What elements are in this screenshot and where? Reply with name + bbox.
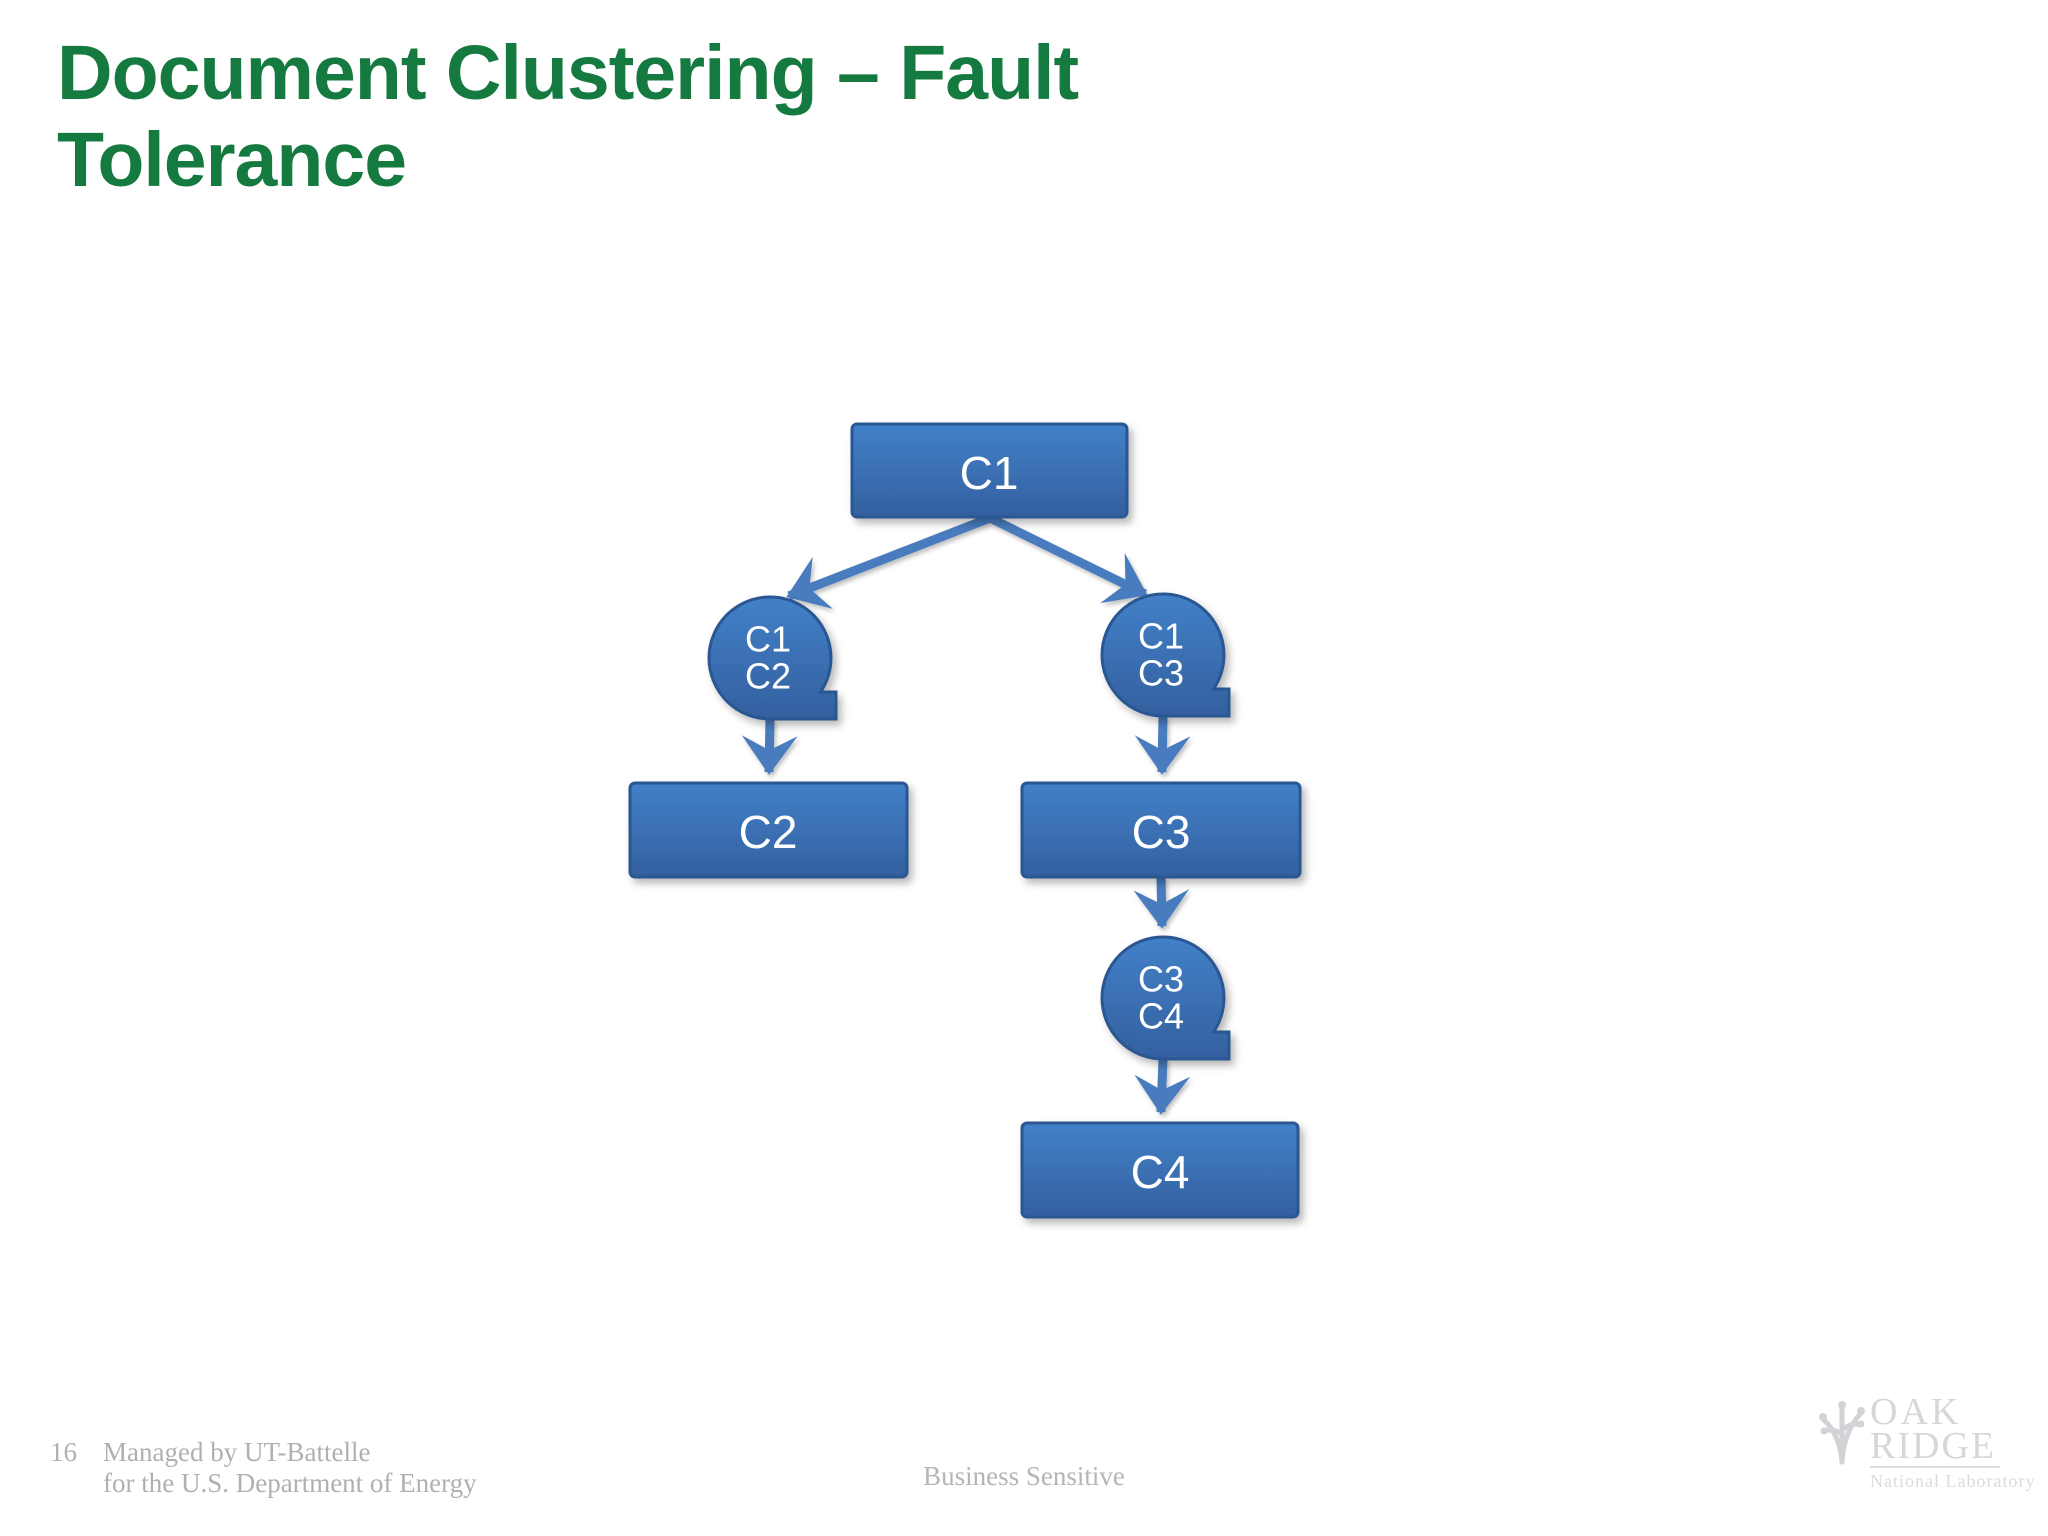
node-c2-label: C2 [739, 806, 798, 858]
oak-ridge-logo: OAK RIDGE National Laboratory [1816, 1391, 2036, 1492]
classification-label: Business Sensitive [923, 1461, 1125, 1491]
node-c2: C2 [628, 781, 909, 879]
edge-c1-to-c1c3 [988, 513, 1148, 604]
node-c1c3-shape [1100, 592, 1231, 718]
edge-c1-to-c1c2 [786, 513, 992, 609]
logo-oak: OAK [1870, 1391, 1962, 1433]
node-c4-shape [1020, 1121, 1300, 1219]
edge-c1c2-to-c2 [741, 718, 798, 775]
edge-c1c3-to-c3 [1134, 715, 1191, 775]
node-c2-shape [628, 781, 909, 879]
node-c1c3: C1 C3 [1100, 592, 1231, 718]
page-number: 16 [50, 1437, 77, 1467]
edge-c3-to-c3c4 [1133, 876, 1190, 929]
node-c3c4: C3 C4 [1100, 935, 1231, 1061]
footer-managed-text: Managed by UT-Battelle for the U.S. Depa… [103, 1437, 477, 1499]
node-c1: C1 [850, 422, 1129, 519]
edge-c3c4-to-c4 [1134, 1058, 1191, 1115]
node-c4: C4 [1020, 1121, 1300, 1219]
page-title-line2: Tolerance [57, 117, 407, 203]
node-c3c4-line1: C3 [1138, 959, 1184, 1000]
logo-ridge: RIDGE [1870, 1425, 1997, 1467]
node-c1c2-shape [707, 595, 838, 721]
node-c1c2-line1: C1 [745, 619, 791, 660]
node-c3c4-shape [1100, 935, 1231, 1061]
oak-leaf-icon [1819, 1401, 1865, 1465]
node-c1-shape [850, 422, 1129, 519]
footer-left: 16 Managed by UT-Battelle for the U.S. D… [50, 1437, 477, 1499]
oak-ridge-logo-text: OAK RIDGE National Laboratory [1870, 1391, 2036, 1492]
node-c4-label: C4 [1131, 1146, 1190, 1198]
logo-national-laboratory: National Laboratory [1870, 1471, 2036, 1491]
node-c3: C3 [1020, 781, 1302, 879]
page-title-line1: Document Clustering – Fault [57, 30, 1079, 116]
node-c1-label: C1 [960, 447, 1019, 499]
node-c1c3-line1: C1 [1138, 616, 1184, 657]
node-c1c2-line2: C2 [745, 656, 791, 697]
footer-managed-line1: Managed by UT-Battelle [103, 1437, 371, 1467]
diagram-edges [741, 513, 1191, 1115]
page-title: Document Clustering – Fault Tolerance [57, 30, 1617, 204]
node-c1c3-line2: C3 [1138, 653, 1184, 694]
node-c3-label: C3 [1132, 806, 1191, 858]
logo-rule [1870, 1466, 2000, 1468]
node-c3-shape [1020, 781, 1302, 879]
node-c1c2: C1 C2 [707, 595, 838, 721]
node-c3c4-line2: C4 [1138, 996, 1184, 1037]
footer-managed-line2: for the U.S. Department of Energy [103, 1468, 477, 1498]
